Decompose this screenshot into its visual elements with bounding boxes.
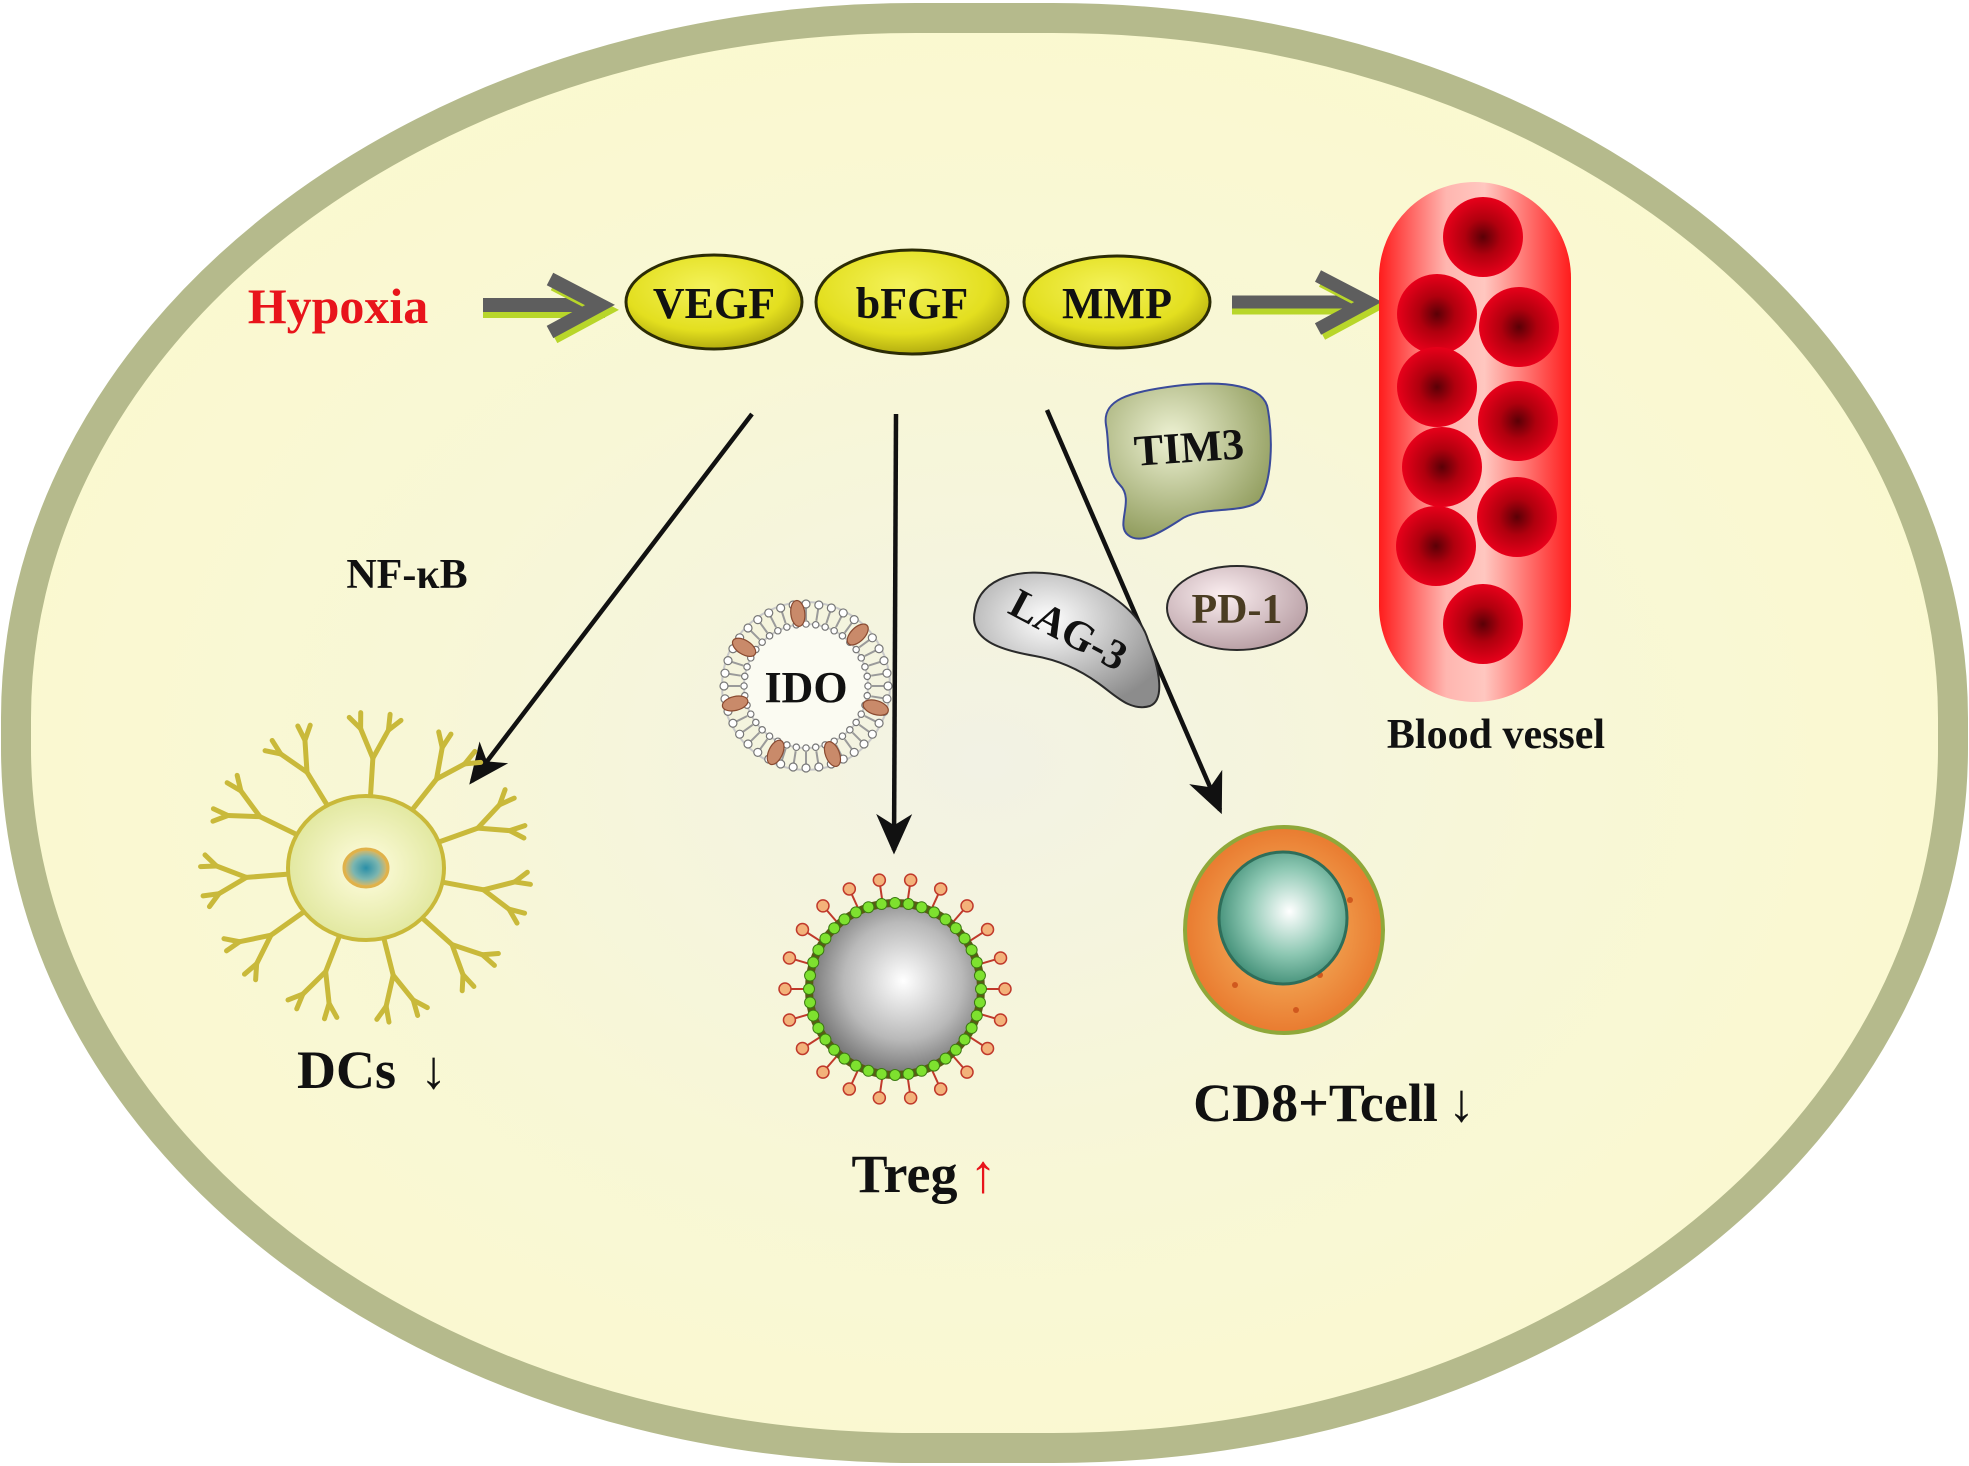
factor-vegf-label: VEGF bbox=[653, 279, 775, 328]
blood-vessel-label: Blood vessel bbox=[1387, 712, 1605, 758]
arrow-to-dcs bbox=[469, 412, 754, 785]
cd8-t-cell bbox=[1183, 825, 1385, 1035]
ido-liposome: IDO bbox=[719, 599, 893, 773]
nfkb-label: NF-κB bbox=[346, 552, 467, 598]
vessel-arrow bbox=[1232, 270, 1386, 340]
dendritic-cell bbox=[198, 710, 533, 1025]
dcs-label: DCs↓ bbox=[297, 1040, 447, 1100]
dcs-arrow: ↓ bbox=[420, 1040, 447, 1100]
blood-vessel bbox=[1379, 182, 1571, 702]
cd8-arrow: ↓ bbox=[1448, 1073, 1475, 1133]
hypoxia-arrow bbox=[483, 272, 619, 344]
pd1-molecule: PD-1 bbox=[1166, 565, 1308, 651]
ido-label: IDO bbox=[764, 663, 847, 712]
factor-mmp: MMP bbox=[1022, 254, 1212, 350]
factor-mmp-label: MMP bbox=[1062, 279, 1172, 328]
pd1-label: PD-1 bbox=[1192, 587, 1283, 633]
tim3-molecule: TIM3 bbox=[1104, 382, 1272, 540]
factor-bfgf-label: bFGF bbox=[856, 279, 968, 328]
arrow-to-cd8 bbox=[1044, 409, 1223, 815]
hypoxia-label: Hypoxia bbox=[248, 278, 429, 334]
factor-vegf: VEGF bbox=[624, 253, 804, 351]
factor-bfgf: bFGF bbox=[814, 248, 1010, 356]
cd8-label: CD8+Tcell↓ bbox=[1193, 1073, 1475, 1133]
treg-label: Treg↑ bbox=[852, 1144, 997, 1204]
tim3-label: TIM3 bbox=[1132, 419, 1245, 476]
treg-cell bbox=[778, 873, 1012, 1105]
treg-arrow: ↑ bbox=[969, 1144, 996, 1204]
arrow-to-treg bbox=[876, 413, 913, 855]
